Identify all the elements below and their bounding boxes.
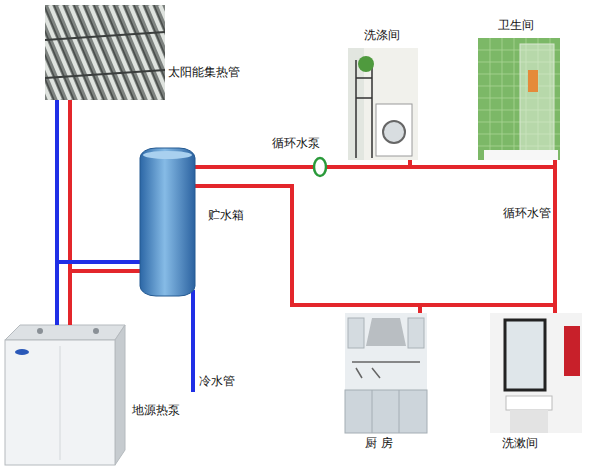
cold-water-pipe [191,290,195,392]
node-label: 循环水泵 [272,136,320,151]
vanity [510,410,548,433]
range-hood [366,318,406,346]
collector-tubes [45,5,165,100]
cabinet-door [372,390,399,433]
kitchen-photo [345,313,427,433]
water-pipe [327,160,410,167]
water-pipe [68,100,72,325]
wall-cabinet [408,318,424,348]
panel-seam [60,346,61,460]
node-label: 贮水箱 [208,208,244,223]
pump-symbol: 循环水泵 [313,157,327,177]
node-label: 厨 房 [365,436,393,451]
plant [358,56,374,72]
water-pipe [70,271,140,325]
node-label: 太阳能集热管 [168,65,240,80]
tank-top [143,151,192,159]
machine-door [383,121,405,143]
tile-grid [478,38,560,160]
sink [506,396,552,410]
mirror [505,320,545,390]
equipment-node: 太阳能集热管 [45,5,165,100]
unit-top [5,325,125,340]
tank-body [140,148,195,296]
bathroom-photo [478,38,560,160]
water-pipe [420,305,555,313]
equipment-node: 厨 房 [345,313,427,433]
water-pipe [327,160,555,167]
equipment-node: 地源热泵 [5,325,125,465]
room-wall [490,313,582,433]
unit-front [5,340,115,465]
pipe-port [93,328,99,334]
node-label: 洗漱间 [502,436,538,451]
tube-highlight [45,5,165,100]
pipe-label: 冷水管 [199,374,235,389]
pump-outline [313,157,327,177]
wall-cabinet [348,318,364,348]
node-label: 洗涤间 [364,28,400,43]
unit-logo [15,349,29,355]
water-pipe [55,100,59,325]
tube-shadow [45,5,165,100]
water-pipe [195,165,313,169]
water-pipe [195,186,420,313]
shower-glass [520,44,554,156]
storage-tank: 贮水箱 [140,148,195,296]
unit-side [115,325,125,465]
base-cabinet [345,390,427,433]
heat-pump-unit [5,325,125,465]
pipe-port [37,328,43,334]
collector-rail [45,32,165,78]
room-wall [478,38,560,160]
wall-shelf [564,326,580,376]
washroom-photo [490,313,582,433]
equipment-node: 洗漱间 [490,313,582,433]
room-wall [348,48,418,160]
node-label: 卫生间 [498,18,534,33]
room-wall [345,313,427,433]
tank-outline [140,148,195,296]
pump-circle [314,158,326,176]
laundry-photo [348,48,418,160]
equipment-node: 卫生间 [478,38,560,160]
water-pipe [553,160,557,313]
equipment-node: 洗涤间 [348,48,418,160]
shelf [356,60,372,158]
pipe-label: 循环水管 [503,206,551,221]
utensils [352,362,420,378]
towel [528,70,538,92]
washing-machine [376,104,412,156]
node-label: 地源热泵 [132,403,180,418]
solar-collector-photo [10,5,200,100]
water-pipe [57,100,140,262]
shower-tray [484,150,558,160]
